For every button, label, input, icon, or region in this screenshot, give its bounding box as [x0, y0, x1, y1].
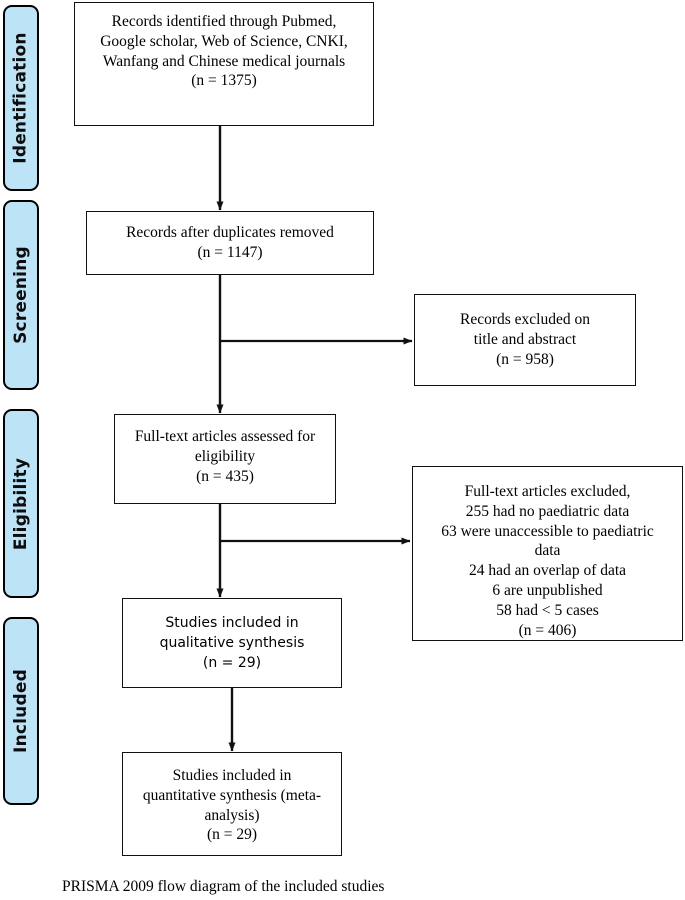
stage-tab-included: Included [3, 617, 39, 805]
stage-tab-label-eligibility: Eligibility [11, 457, 32, 550]
box-records-after-duplicates: Records after duplicates removed (n = 11… [86, 211, 374, 275]
box-qualitative-synthesis: Studies included in qualitative synthesi… [122, 598, 342, 688]
stage-tab-label-screening: Screening [11, 246, 32, 344]
box-records-identified: Records identified through Pubmed, Googl… [74, 2, 374, 126]
stage-tab-eligibility: Eligibility [3, 409, 39, 598]
stage-tab-label-included: Included [11, 669, 31, 753]
box-records-excluded-title-abstract-text: Records excluded on title and abstract (… [460, 311, 590, 368]
box-fulltext-excluded-text: Full-text articles excluded, 255 had no … [441, 483, 654, 639]
stage-tab-screening: Screening [3, 200, 39, 390]
box-fulltext-excluded: Full-text articles excluded, 255 had no … [412, 466, 683, 641]
box-records-after-duplicates-text: Records after duplicates removed (n = 11… [126, 224, 334, 261]
stage-tab-identification: Identification [3, 5, 39, 191]
box-records-excluded-title-abstract: Records excluded on title and abstract (… [414, 294, 636, 386]
box-fulltext-assessed-text: Full-text articles assessed for eligibil… [134, 428, 316, 485]
box-quantitative-synthesis-text: Studies included in quantitative synthes… [142, 767, 322, 844]
diagram-caption: PRISMA 2009 flow diagram of the included… [62, 878, 385, 895]
box-fulltext-assessed: Full-text articles assessed for eligibil… [114, 414, 336, 504]
stage-tab-label-identification: Identification [11, 32, 32, 164]
box-qualitative-synthesis-text: Studies included in qualitative synthesi… [159, 615, 305, 671]
box-quantitative-synthesis: Studies included in quantitative synthes… [122, 752, 342, 856]
box-records-identified-text: Records identified through Pubmed, Googl… [100, 13, 348, 90]
